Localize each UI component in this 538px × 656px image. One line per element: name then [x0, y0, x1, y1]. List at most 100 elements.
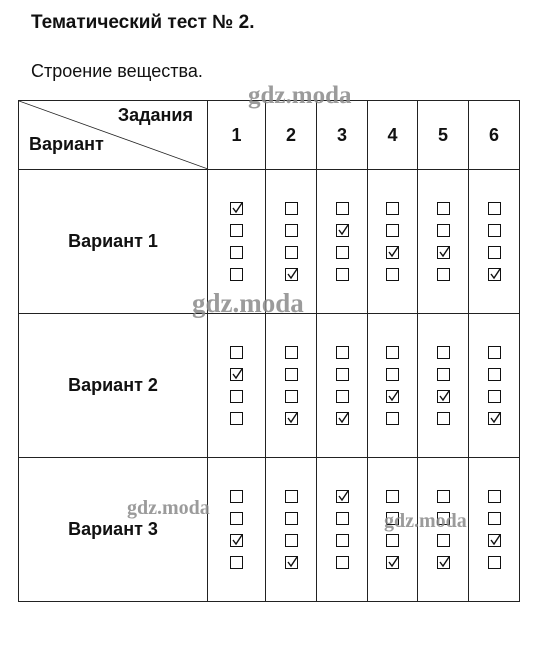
option-list: [368, 346, 417, 425]
option-list: [469, 346, 519, 425]
question-header-2: 2: [265, 100, 317, 170]
checkbox-checked: [284, 556, 298, 569]
checkbox-empty: [436, 412, 450, 425]
check-mark-icon: [438, 556, 450, 568]
question-number: 4: [387, 124, 398, 145]
page-title: Тематический тест № 2.: [31, 12, 255, 33]
variant-label-cell: Вариант 2: [18, 313, 208, 458]
checkbox-empty: [436, 346, 450, 359]
checkbox-empty: [284, 490, 298, 503]
checkbox-empty: [335, 390, 349, 403]
variant-row-1: Вариант 1: [18, 169, 520, 314]
checkbox-empty: [230, 556, 243, 569]
option-list: [317, 202, 367, 281]
answer-cell: [207, 457, 266, 602]
check-mark-icon: [286, 268, 298, 280]
question-header-5: 5: [417, 100, 469, 170]
checkbox-empty: [335, 268, 349, 281]
check-mark-icon: [232, 534, 243, 546]
check-mark-icon: [489, 534, 501, 546]
checkbox-empty: [487, 224, 501, 237]
checkbox-empty: [230, 268, 243, 281]
option-list: [266, 202, 316, 281]
variant-label-cell: Вариант 1: [18, 169, 208, 314]
answer-cell: [265, 457, 317, 602]
answer-cell: [468, 457, 520, 602]
checkbox-checked: [335, 224, 349, 237]
checkbox-empty: [487, 368, 501, 381]
check-mark-icon: [438, 390, 450, 402]
option-list: [266, 346, 316, 425]
checkbox-empty: [487, 556, 501, 569]
check-mark-icon: [286, 412, 298, 424]
answer-cell: [468, 313, 520, 458]
checkbox-empty: [487, 390, 501, 403]
answer-cell: [265, 169, 317, 314]
checkbox-checked: [487, 534, 501, 547]
answer-cell: [207, 313, 266, 458]
checkbox-empty: [436, 224, 450, 237]
answer-cell: [367, 313, 418, 458]
variant-label: Вариант 3: [68, 519, 158, 539]
checkbox-empty: [284, 246, 298, 259]
checkbox-empty: [436, 202, 450, 215]
header-row: Задания Вариант 1 2 3 4 5 6: [18, 100, 520, 170]
answer-cell: [417, 457, 469, 602]
checkbox-empty: [487, 202, 501, 215]
checkbox-checked: [436, 390, 450, 403]
checkbox-empty: [284, 202, 298, 215]
check-mark-icon: [337, 490, 349, 502]
corner-label-tasks: Задания: [117, 105, 193, 125]
checkbox-empty: [386, 224, 399, 237]
answer-cell: [367, 169, 418, 314]
question-header-4: 4: [367, 100, 418, 170]
checkbox-checked: [386, 556, 399, 569]
answer-cell: [468, 169, 520, 314]
question-number: 1: [231, 124, 242, 145]
checkbox-empty: [230, 490, 243, 503]
check-mark-icon: [489, 268, 501, 280]
checkbox-checked: [284, 412, 298, 425]
answer-cell: [316, 457, 368, 602]
corner-cell: Задания Вариант: [18, 100, 208, 170]
checkbox-empty: [487, 512, 501, 525]
variant-label: Вариант 1: [68, 231, 158, 251]
checkbox-empty: [284, 224, 298, 237]
answer-cell: [417, 169, 469, 314]
checkbox-checked: [230, 368, 243, 381]
check-mark-icon: [337, 224, 349, 236]
checkbox-empty: [230, 246, 243, 259]
checkbox-empty: [436, 268, 450, 281]
variant-row-2: Вариант 2: [18, 313, 520, 458]
question-header-6: 6: [468, 100, 520, 170]
option-list: [368, 202, 417, 281]
checkbox-checked: [436, 556, 450, 569]
diagonal-divider: [19, 101, 208, 169]
checkbox-empty: [284, 534, 298, 547]
checkbox-empty: [335, 202, 349, 215]
question-number: 5: [437, 124, 448, 145]
checkbox-empty: [487, 346, 501, 359]
checkbox-empty: [284, 346, 298, 359]
checkbox-empty: [284, 390, 298, 403]
option-list: [469, 202, 519, 281]
option-list: [208, 346, 265, 425]
checkbox-checked: [335, 490, 349, 503]
checkbox-empty: [335, 346, 349, 359]
checkbox-empty: [386, 202, 399, 215]
checkbox-empty: [487, 246, 501, 259]
checkbox-empty: [386, 534, 399, 547]
option-list: [469, 490, 519, 569]
variant-row-3: Вариант 3: [18, 457, 520, 602]
check-mark-icon: [388, 246, 399, 258]
checkbox-empty: [335, 556, 349, 569]
check-mark-icon: [388, 556, 399, 568]
checkbox-empty: [230, 512, 243, 525]
checkbox-empty: [335, 534, 349, 547]
check-mark-icon: [232, 202, 243, 214]
checkbox-empty: [230, 412, 243, 425]
corner-label-variant: Вариант: [29, 134, 104, 154]
checkbox-checked: [230, 202, 243, 215]
checkbox-empty: [436, 368, 450, 381]
checkbox-empty: [386, 368, 399, 381]
